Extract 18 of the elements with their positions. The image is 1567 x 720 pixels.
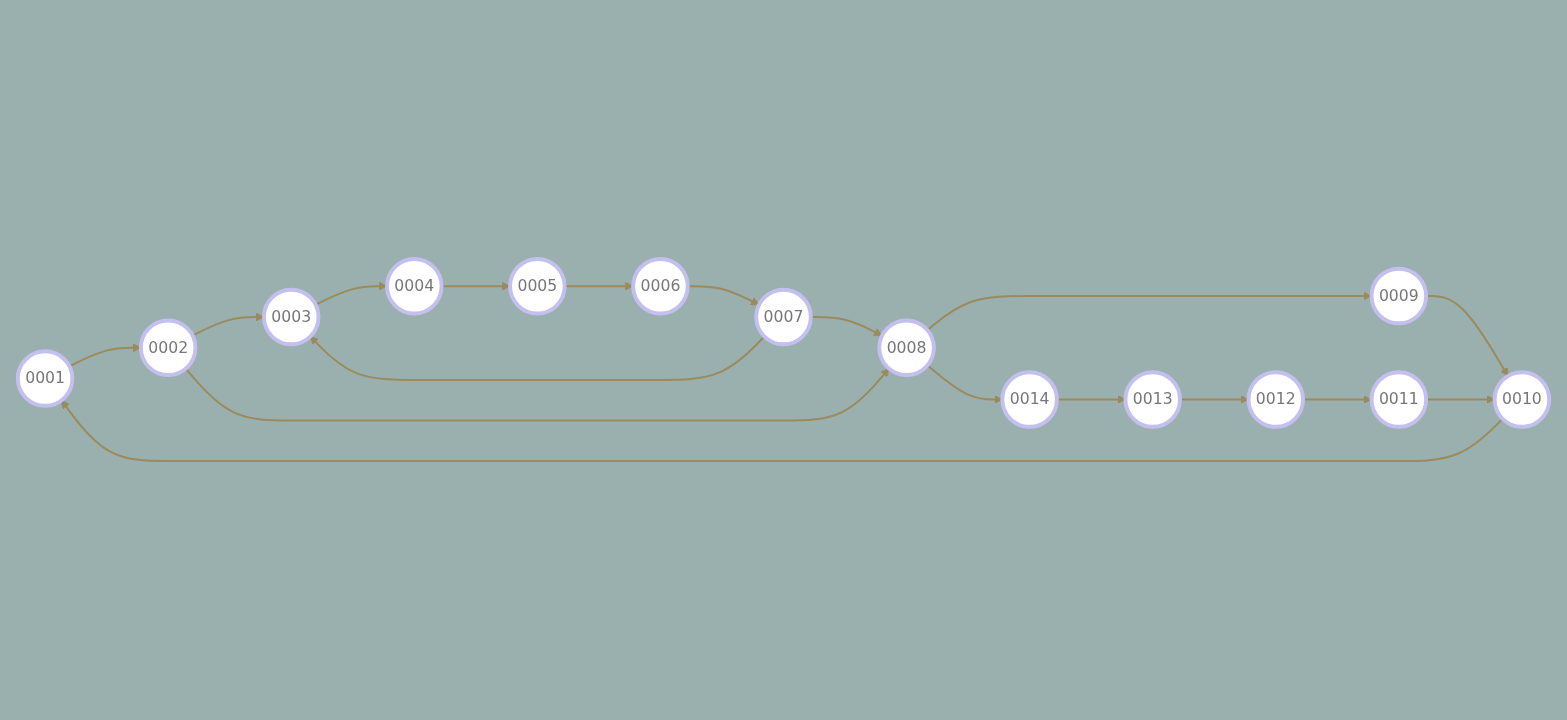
node-circle: 0001 [15,349,75,408]
node-circle: 0004 [385,257,444,316]
node-circle: 0002 [138,318,198,377]
node-circle: 0010 [1492,370,1552,429]
node-circle: 0014 [1000,370,1059,429]
arrow [61,400,1504,463]
arrow [1425,295,1509,377]
node-circle: 0008 [877,318,936,377]
node-circle: 0005 [508,257,567,316]
arrow [309,335,766,381]
node-circle: 0013 [1123,370,1182,429]
node-circle: 0007 [754,287,813,347]
node-circle: 0003 [262,287,321,347]
node-circle: 0009 [1369,266,1429,326]
node-circle: 0006 [631,257,690,316]
node-circle: 0012 [1246,370,1305,429]
arrow [184,367,890,422]
node-circle: 0011 [1369,370,1429,429]
